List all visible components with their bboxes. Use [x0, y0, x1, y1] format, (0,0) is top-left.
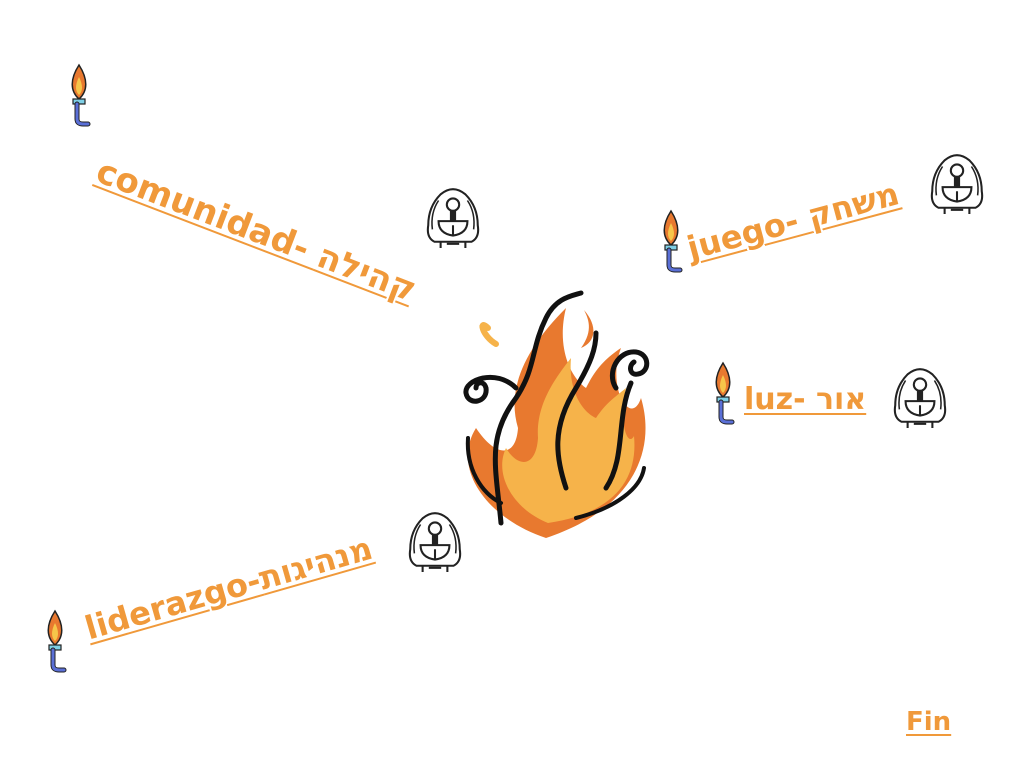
link-juego-label[interactable]: juego- משחק	[683, 174, 904, 268]
end-link[interactable]: Fin	[906, 707, 952, 737]
link-comunidad[interactable]: comunidad- קהילה	[91, 151, 422, 310]
torch-icon	[708, 360, 738, 426]
torch-icon	[40, 608, 70, 674]
lamp-icon	[924, 150, 990, 216]
link-liderazgo-label[interactable]: liderazgo-מנהיגות	[80, 528, 377, 648]
link-juego[interactable]: juego- משחק	[683, 174, 903, 267]
lamp-icon	[420, 184, 486, 250]
torch-icon	[64, 62, 94, 128]
link-comunidad-label[interactable]: comunidad- קהילה	[90, 151, 422, 311]
link-luz[interactable]: luz- אור	[744, 382, 866, 417]
link-luz-label[interactable]: luz- אור	[744, 382, 867, 417]
fire-icon	[463, 290, 650, 538]
torch-icon	[656, 208, 686, 274]
link-liderazgo[interactable]: liderazgo-מנהיגות	[81, 529, 377, 647]
lamp-icon	[886, 364, 954, 430]
